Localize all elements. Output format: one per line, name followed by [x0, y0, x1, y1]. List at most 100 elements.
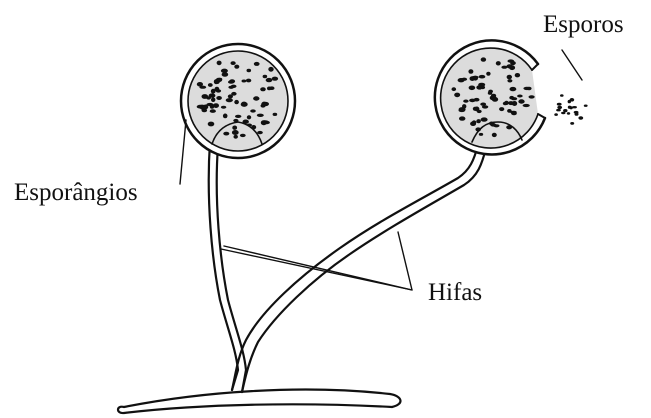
- spore: [235, 115, 241, 118]
- spore: [572, 106, 577, 108]
- spore: [481, 117, 488, 121]
- right-sporangiophore: [232, 145, 486, 392]
- spore: [209, 93, 216, 97]
- spore: [211, 89, 216, 94]
- spore: [508, 101, 514, 105]
- spore: [563, 109, 567, 112]
- spore: [496, 61, 501, 65]
- spore: [469, 86, 476, 91]
- spore: [257, 114, 264, 117]
- spore: [463, 100, 468, 103]
- spore: [211, 97, 215, 102]
- spore: [268, 67, 273, 72]
- spore: [492, 97, 498, 102]
- spore: [529, 95, 535, 98]
- spore: [584, 105, 588, 107]
- spore: [509, 96, 514, 100]
- spore: [469, 99, 476, 103]
- spore: [578, 116, 583, 119]
- spore: [557, 103, 562, 106]
- hyphae-label: Hifas: [428, 280, 482, 305]
- spore: [482, 105, 488, 108]
- spore: [234, 65, 239, 69]
- spore: [470, 121, 476, 126]
- spore: [228, 86, 234, 89]
- spore: [226, 98, 233, 102]
- spores-label: Esporos: [543, 12, 624, 37]
- spore: [250, 109, 256, 112]
- spore: [234, 100, 239, 104]
- spore: [504, 101, 509, 105]
- spore: [488, 90, 493, 94]
- spore: [269, 86, 274, 90]
- spore: [218, 78, 223, 81]
- spore: [272, 77, 278, 81]
- spore: [210, 109, 216, 113]
- spore: [223, 132, 229, 136]
- spore: [257, 131, 263, 134]
- spore: [261, 120, 267, 125]
- spore: [556, 109, 561, 112]
- spore: [523, 104, 530, 107]
- spore: [260, 87, 266, 91]
- spore: [478, 83, 485, 87]
- spore: [479, 75, 486, 79]
- spore: [575, 112, 579, 115]
- spore: [557, 106, 562, 109]
- spore: [216, 96, 222, 100]
- spore: [247, 69, 252, 72]
- spore: [568, 100, 571, 103]
- spore: [240, 134, 246, 137]
- spore: [462, 104, 466, 109]
- spore: [510, 87, 517, 91]
- spore: [560, 94, 564, 97]
- spore: [554, 113, 558, 116]
- spore: [232, 126, 237, 130]
- spore: [232, 130, 239, 135]
- spore: [231, 61, 236, 65]
- spore: [233, 119, 238, 122]
- spore: [242, 80, 247, 83]
- spore: [475, 127, 481, 131]
- spore: [197, 82, 203, 87]
- spore: [208, 122, 215, 127]
- spore: [568, 106, 572, 109]
- spore: [507, 75, 512, 80]
- spore: [507, 79, 512, 82]
- spore: [214, 79, 219, 84]
- spore: [228, 94, 233, 98]
- spore: [253, 96, 259, 100]
- spore: [458, 78, 465, 82]
- spore: [243, 120, 249, 124]
- spore: [517, 95, 523, 98]
- spore: [263, 75, 268, 78]
- spore: [216, 89, 221, 92]
- spore: [567, 112, 570, 115]
- sporangia-label: Esporângios: [14, 180, 138, 205]
- spore: [459, 109, 466, 112]
- spore: [518, 99, 524, 103]
- spore: [228, 80, 234, 83]
- spore: [476, 119, 481, 123]
- spore: [251, 125, 256, 129]
- spore: [213, 103, 219, 108]
- spore: [570, 122, 574, 125]
- spore: [234, 135, 238, 139]
- spore: [254, 62, 260, 66]
- spore: [459, 116, 465, 120]
- spore: [491, 94, 496, 98]
- spore: [506, 125, 512, 129]
- spore: [223, 114, 228, 119]
- spore: [246, 79, 251, 83]
- spore: [206, 103, 213, 106]
- spore: [266, 78, 273, 82]
- spore: [492, 133, 497, 137]
- spore: [247, 124, 252, 127]
- spore: [486, 72, 490, 76]
- spore: [247, 115, 251, 119]
- spore: [222, 72, 229, 77]
- stolon-hypha: [118, 390, 400, 414]
- spore: [217, 61, 222, 66]
- spore: [490, 122, 495, 125]
